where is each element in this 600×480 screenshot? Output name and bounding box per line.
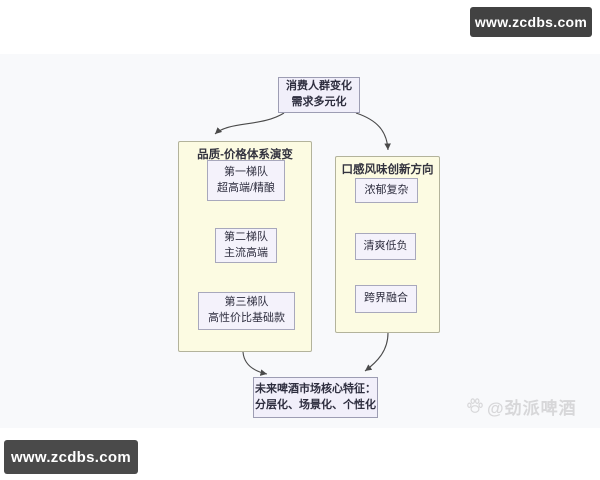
node-tier-1: 第一梯队 超高端/精酿: [207, 160, 285, 201]
node-line: 消费人群变化: [286, 80, 352, 93]
site-badge-top-right: www.zcdbs.com: [470, 7, 592, 37]
node-line: 高性价比基础款: [208, 312, 285, 324]
group-title: 口感风味创新方向: [341, 164, 434, 176]
node-flavor-rich: 浓郁复杂: [355, 178, 418, 203]
node-flavor-light: 清爽低负: [355, 233, 416, 260]
node-tier-3: 第三梯队 高性价比基础款: [198, 292, 295, 330]
brand-watermark-label: @劲派啤酒: [487, 398, 577, 418]
paw-icon: [467, 398, 483, 413]
node-line: 第三梯队: [224, 296, 269, 309]
node-future-market: 未来啤酒市场核心特征： 分层化、场景化、个性化: [253, 377, 378, 418]
site-badge-label: www.zcdbs.com: [474, 14, 588, 30]
node-line: 需求多元化: [291, 96, 347, 108]
brand-watermark: @劲派啤酒: [466, 395, 577, 418]
site-badge-label: www.zcdbs.com: [10, 448, 132, 466]
site-badge-bottom-left: www.zcdbs.com: [4, 440, 138, 474]
node-line: 浓郁复杂: [364, 183, 409, 196]
node-line: 超高端/精酿: [216, 181, 276, 194]
node-line: 未来啤酒市场核心特征：: [255, 382, 376, 395]
node-line: 第二梯队: [224, 230, 268, 243]
node-line: 主流高端: [224, 246, 268, 259]
node-line: 清爽低负: [363, 239, 408, 252]
group-title: 品质-价格体系演变: [197, 149, 293, 161]
node-line: 第一梯队: [224, 165, 268, 178]
node-consumer-change: 消费人群变化 需求多元化: [278, 77, 360, 113]
node-line: 跨界融合: [364, 292, 408, 305]
node-line: 分层化、场景化、个性化: [255, 398, 376, 411]
node-tier-2: 第二梯队 主流高端: [215, 228, 277, 263]
node-flavor-crossover: 跨界融合: [355, 285, 417, 313]
